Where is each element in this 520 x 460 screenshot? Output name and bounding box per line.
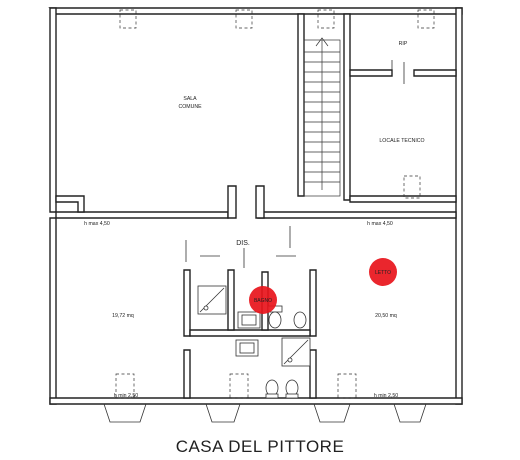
label-hmin-right: h min 2,50 bbox=[374, 393, 398, 399]
bidet-top bbox=[293, 311, 307, 329]
label-area-left: 19,72 mq bbox=[112, 313, 134, 319]
marker-bagno-label: BAGNO bbox=[254, 298, 272, 304]
label-area-right: 20,50 mq bbox=[375, 313, 397, 319]
label-hmax-left: h max 4,50 bbox=[84, 221, 110, 227]
bathroom-fixtures bbox=[197, 285, 311, 399]
label-sala: SALA bbox=[183, 96, 197, 102]
door-lines bbox=[185, 60, 405, 268]
marker-letto-label: LETTO bbox=[375, 270, 391, 276]
toilet-top bbox=[268, 311, 282, 329]
staircase bbox=[303, 37, 341, 197]
sink-2 bbox=[235, 339, 259, 357]
label-dis: DIS. bbox=[236, 240, 250, 247]
walls bbox=[48, 7, 463, 405]
label-hmax-right: h max 4,50 bbox=[367, 221, 393, 227]
label-rip: RIP bbox=[399, 41, 408, 47]
label-comune: COMUNE bbox=[178, 104, 202, 110]
sink bbox=[237, 311, 261, 329]
marker-bagno: BAGNO bbox=[249, 286, 277, 314]
marker-letto: LETTO bbox=[369, 258, 397, 286]
label-hmin-left: h min 2,50 bbox=[114, 393, 138, 399]
skylights bbox=[115, 9, 435, 399]
plan-title: CASA DEL PITTORE bbox=[175, 437, 345, 456]
label-locale-tecnico: LOCALE TECNICO bbox=[379, 138, 424, 144]
room-labels: SALA COMUNE RIP LOCALE TECNICO DIS. 19,7… bbox=[84, 41, 424, 399]
bottom-windows bbox=[103, 403, 427, 423]
